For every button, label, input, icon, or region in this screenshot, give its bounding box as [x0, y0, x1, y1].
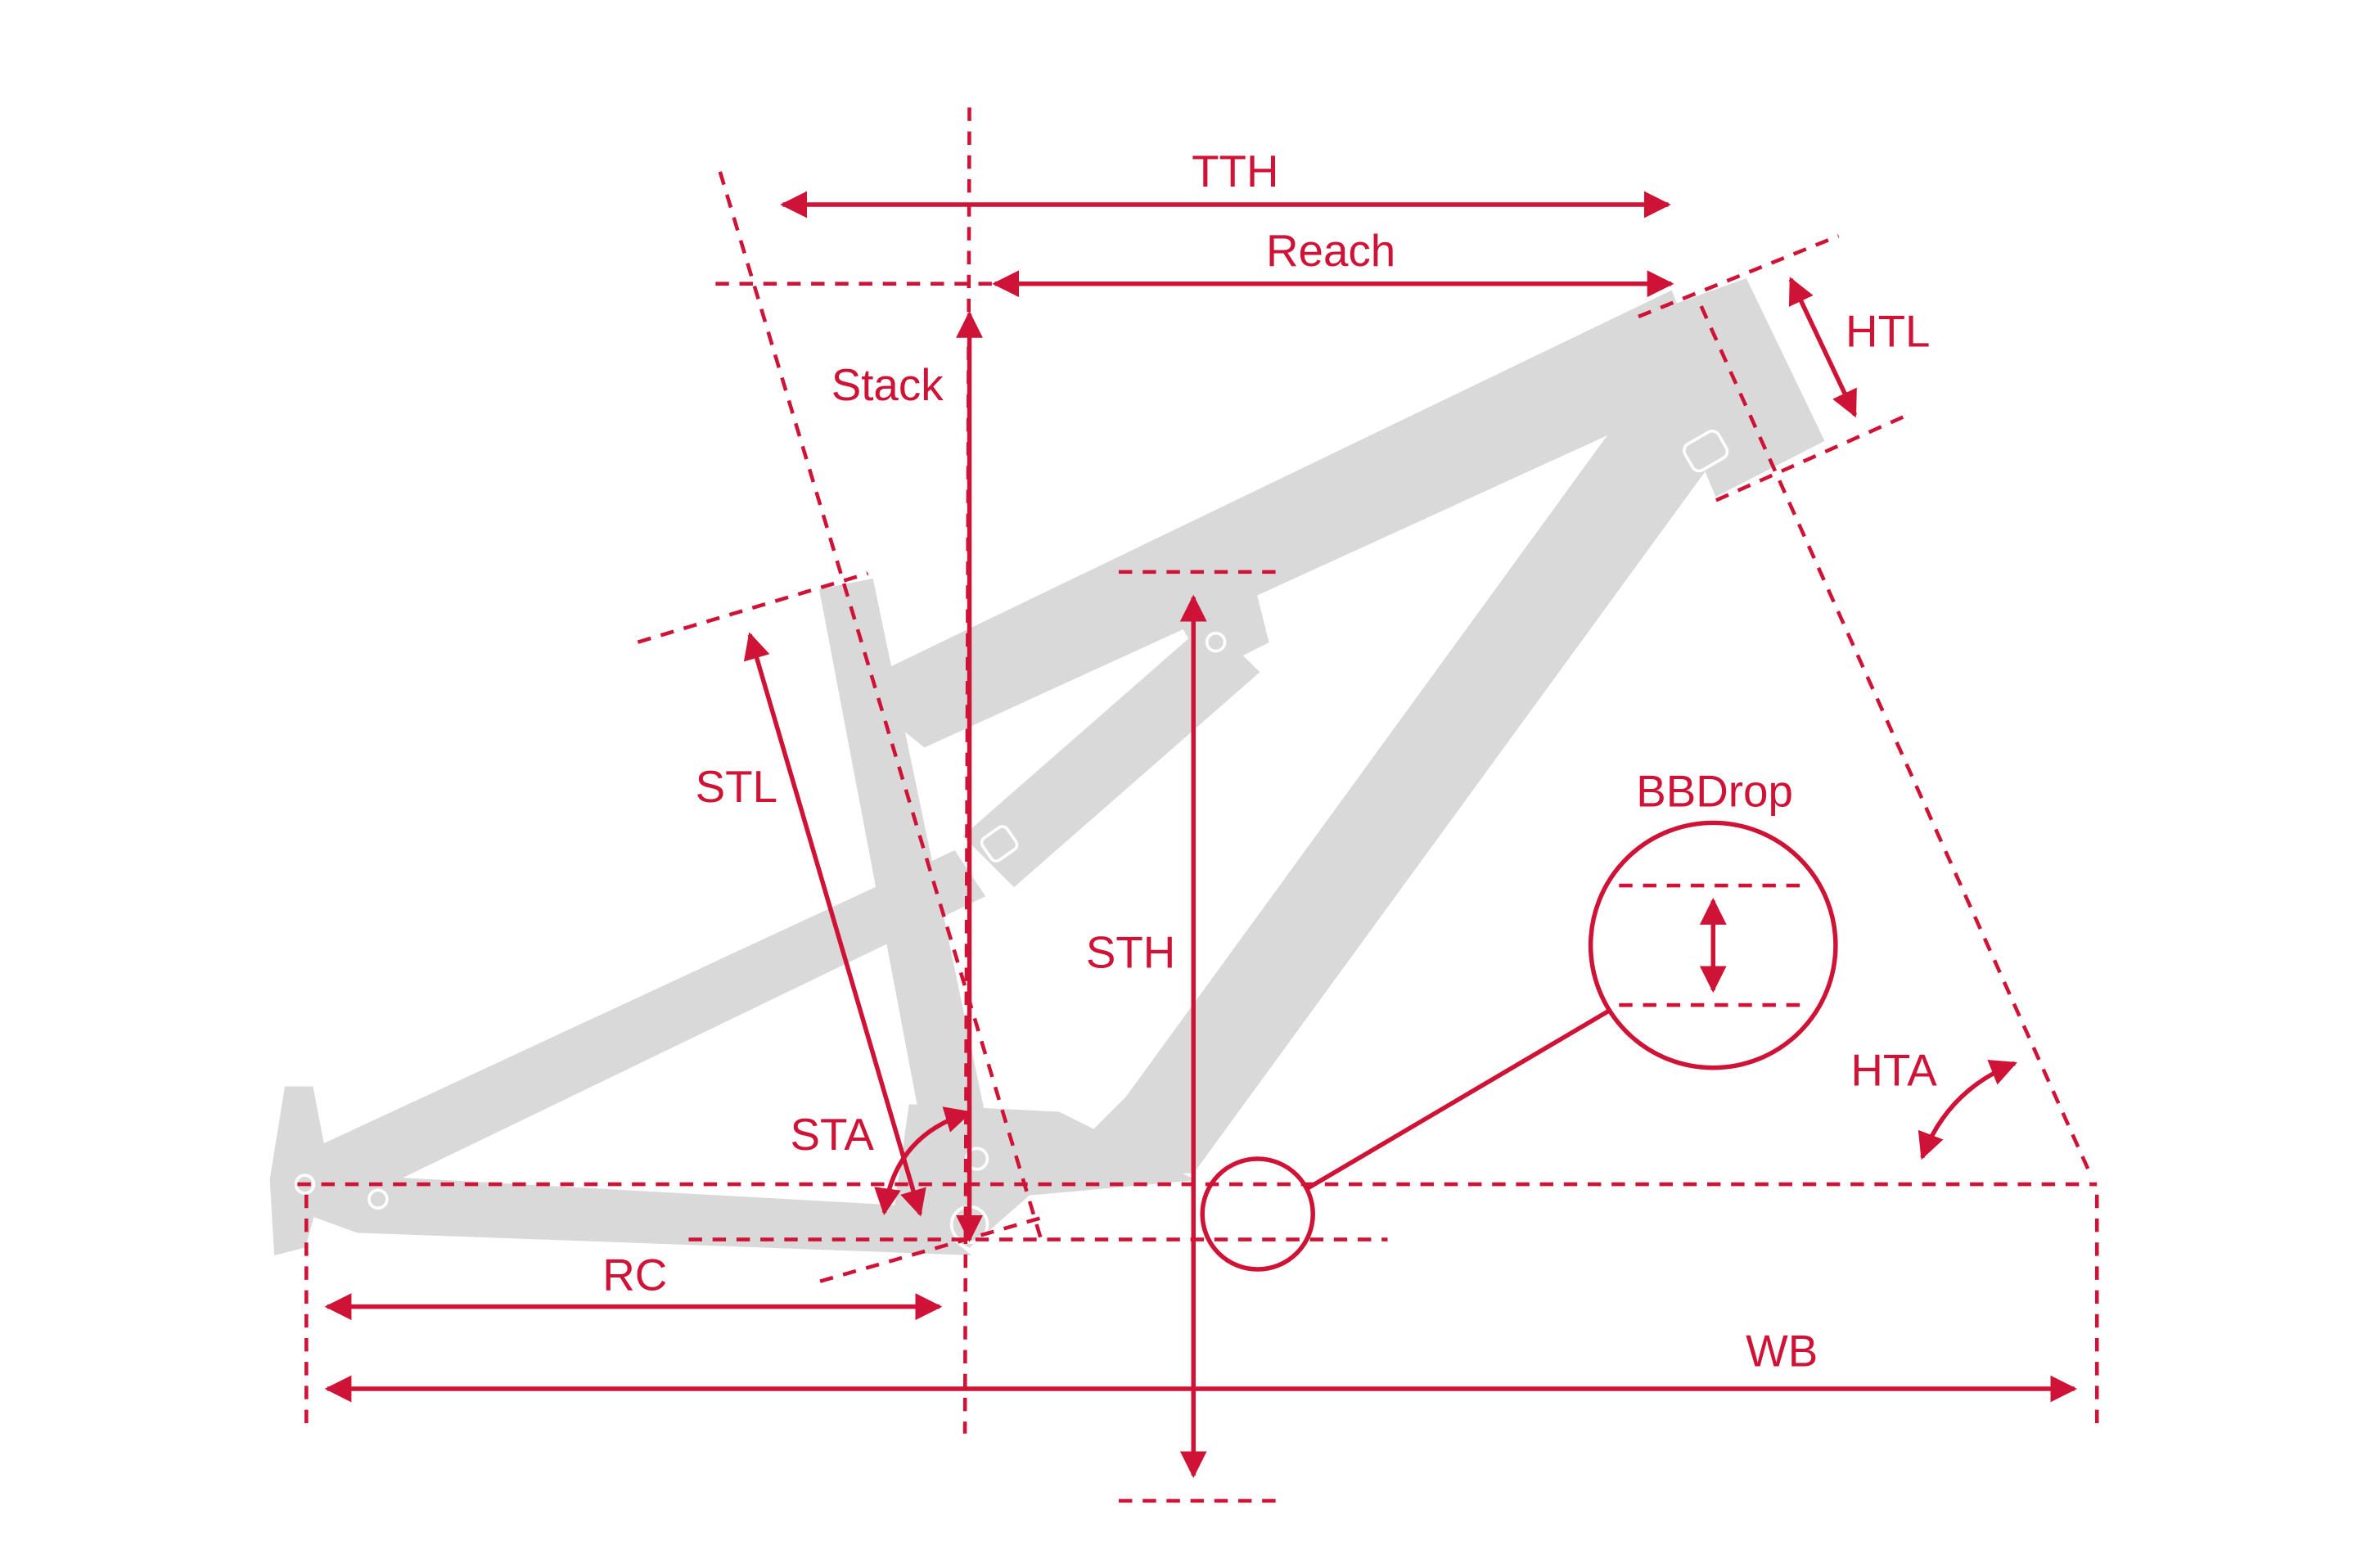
htl-arrow: [1788, 277, 1858, 418]
linkage-plate: [980, 825, 1019, 863]
rear-dropout: [269, 1086, 328, 1255]
wb-label: WB: [1746, 1326, 1818, 1377]
bbdrop-small-circle: [1200, 1156, 1315, 1272]
headtube-bottom-perpendicular: [1715, 413, 1909, 502]
hta-angle-arrow: [1918, 1059, 2017, 1160]
rc-label: RC: [602, 1250, 667, 1300]
hta-label: HTA: [1850, 1045, 1937, 1096]
measurement-labels: TTH Reach Stack HTL STL STH BBDrop HTA S…: [602, 146, 1937, 1377]
reach-label: Reach: [1266, 225, 1395, 276]
measurement-arrows: [324, 191, 2078, 1479]
bbdrop-callout: [1200, 820, 1838, 1272]
bbdrop-label: BBDrop: [1636, 765, 1793, 816]
htl-label: HTL: [1845, 305, 1930, 356]
chainstay-pivot: [367, 1188, 389, 1210]
headtube-badge: [1682, 429, 1729, 473]
bbdrop-leader-line: [1305, 1009, 1610, 1191]
tth-label: TTH: [1192, 146, 1278, 196]
sta-label: STA: [790, 1109, 874, 1160]
dashed-reference-lines: [297, 107, 2099, 1503]
sta-angle-arrow: [874, 1106, 972, 1215]
head-tube-axis: [1699, 305, 2092, 1174]
bike-frame-silhouette: [269, 278, 1825, 1255]
stack-label: Stack: [831, 359, 944, 410]
stl-label: STL: [696, 761, 777, 812]
seat-tube-top-perpendicular: [637, 571, 869, 644]
shock-eyelet: [1205, 631, 1227, 653]
rear-axle-pivot: [294, 1174, 316, 1195]
bbdrop-magnifier-circle: [1588, 820, 1838, 1070]
sth-label: STH: [1086, 926, 1175, 977]
seat-stay: [278, 849, 986, 1219]
seat-tube-bottom-perpendicular: [819, 1214, 1045, 1283]
headtube-top-perpendicular: [1638, 234, 1840, 318]
